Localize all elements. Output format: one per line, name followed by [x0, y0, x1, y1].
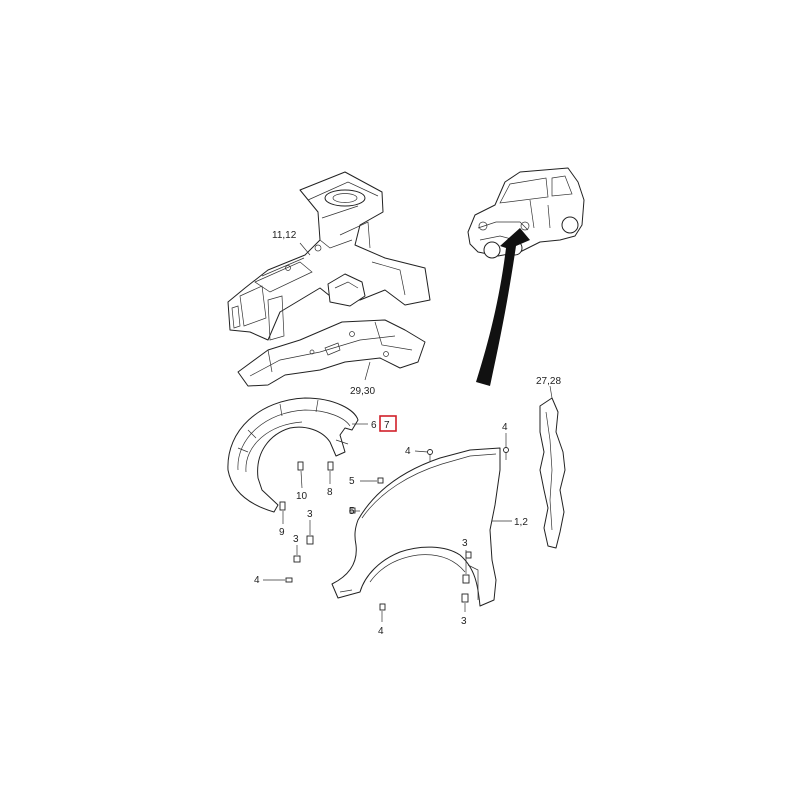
- callout-4-top-right: 4: [502, 422, 508, 433]
- bolt-icon[interactable]: [503, 447, 509, 461]
- bolt-icon[interactable]: [379, 603, 386, 611]
- callout-11-12: 11,12: [272, 230, 297, 241]
- callout-1-2: 1,2: [514, 517, 528, 528]
- clip-icon[interactable]: [306, 535, 314, 545]
- callout-3-left-lower: 3: [293, 534, 299, 545]
- vehicle-overview: [467, 167, 585, 259]
- highlight-box-7: [379, 415, 397, 432]
- leader-29-30: [364, 361, 371, 381]
- callout-3-right-lower: 3: [461, 616, 467, 627]
- callout-10: 10: [296, 491, 308, 502]
- callout-6: 6: [371, 420, 377, 431]
- callout-9: 9: [279, 527, 285, 538]
- fender-insulator[interactable]: [539, 397, 566, 549]
- bolt-icon[interactable]: [285, 577, 293, 583]
- screw-icon[interactable]: [279, 501, 286, 511]
- bolt-icon[interactable]: [349, 507, 356, 514]
- callout-27-28: 27,28: [536, 376, 561, 387]
- side-member-reinforcement[interactable]: [237, 319, 426, 387]
- callout-3-left: 3: [307, 509, 313, 520]
- callout-29-30: 29,30: [350, 386, 375, 397]
- callout-4-top-left: 4: [405, 446, 411, 457]
- clip-icon[interactable]: [465, 551, 472, 559]
- callout-4-left: 4: [254, 575, 260, 586]
- fastener-leaders: [263, 433, 507, 622]
- front-wheelhouse-panel[interactable]: [227, 171, 431, 341]
- screw-icon[interactable]: [327, 461, 334, 471]
- callout-8: 8: [327, 487, 333, 498]
- callout-5-upper: 5: [349, 476, 355, 487]
- callout-3-right-upper: 3: [462, 538, 468, 549]
- bolt-icon[interactable]: [377, 477, 384, 484]
- callout-7: 7: [384, 420, 390, 431]
- front-fender[interactable]: [331, 447, 501, 607]
- leader-27-28: [549, 385, 553, 399]
- callout-4-bottom: 4: [378, 626, 384, 637]
- clip-icon[interactable]: [462, 574, 470, 584]
- screw-icon[interactable]: [297, 461, 304, 471]
- location-pointer-arrow: [476, 228, 530, 386]
- fasteners: [279, 447, 509, 611]
- leader-11-12: [299, 242, 311, 256]
- clip-icon[interactable]: [293, 555, 301, 563]
- callout-5-lower: 5: [349, 506, 355, 517]
- clip-icon[interactable]: [461, 593, 469, 603]
- bolt-icon[interactable]: [427, 449, 433, 463]
- wheel-liner[interactable]: [227, 397, 359, 513]
